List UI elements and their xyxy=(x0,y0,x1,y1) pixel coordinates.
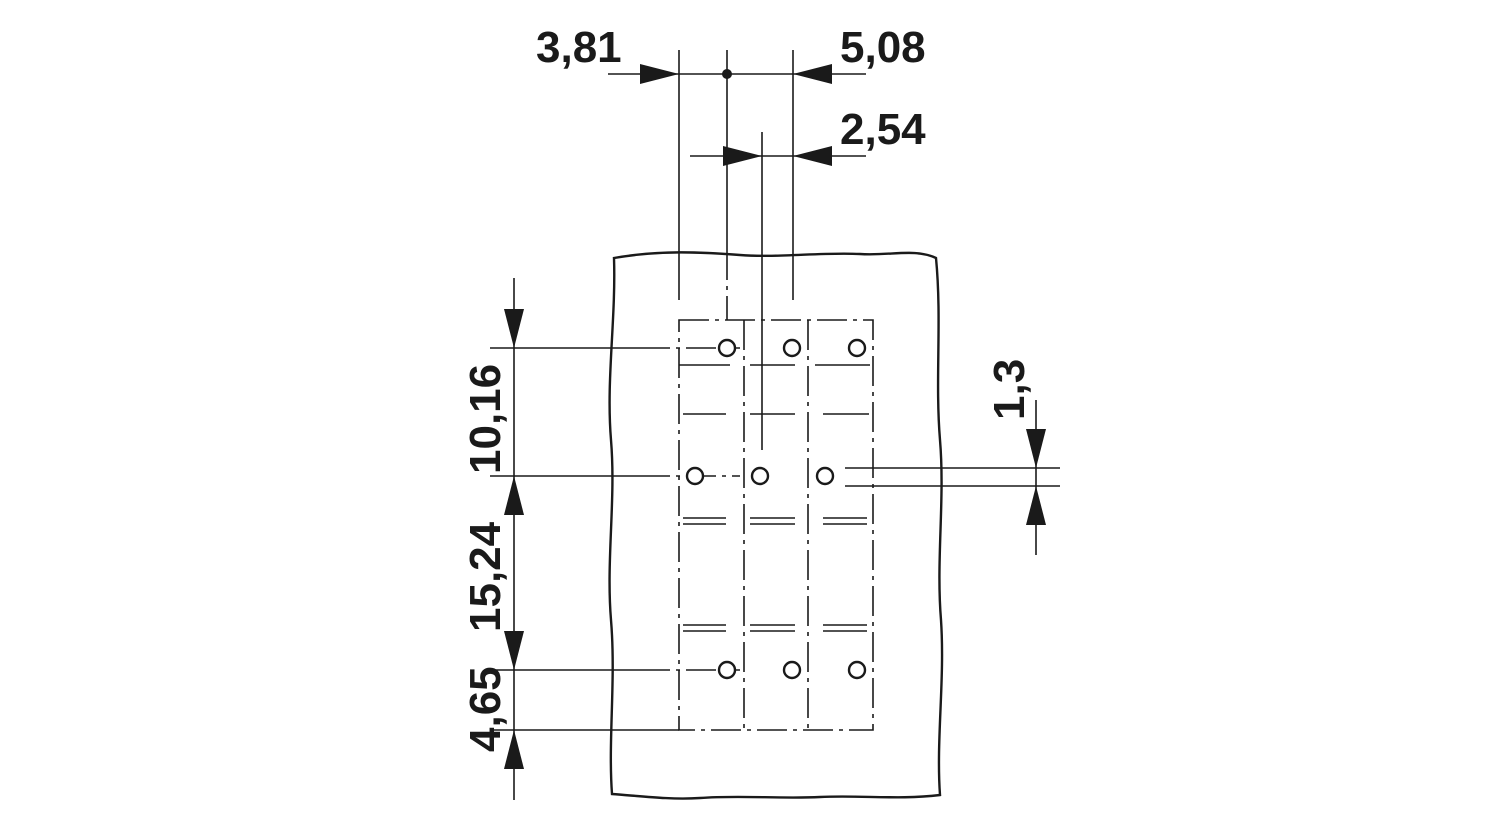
connector-footprint xyxy=(678,319,874,731)
hole xyxy=(815,466,835,486)
datum-dot xyxy=(722,69,732,79)
row-separators xyxy=(679,364,870,632)
dim-label-pitch-half: 2,54 xyxy=(840,105,926,154)
hole xyxy=(782,660,802,680)
hole xyxy=(717,338,737,358)
dimension-line-top xyxy=(608,64,866,84)
hole-grid xyxy=(685,338,867,680)
dim-label-edge-offset: 4,65 xyxy=(461,666,510,752)
dim-label-hole-diameter: 1,3 xyxy=(985,359,1034,420)
hole xyxy=(847,660,867,680)
dim-label-pitch-left: 3,81 xyxy=(536,23,622,72)
dimension-chain-left xyxy=(504,278,524,800)
dim-label-row-spacing-top: 10,16 xyxy=(461,364,510,474)
hole xyxy=(847,338,867,358)
dimension-line-half-pitch xyxy=(690,146,866,166)
hole xyxy=(717,660,737,680)
dim-label-row-spacing-middle: 15,24 xyxy=(461,521,510,632)
dimension-hole-diameter xyxy=(845,400,1060,555)
dim-label-pitch-right: 5,08 xyxy=(840,23,926,72)
hole xyxy=(782,338,802,358)
board-outline xyxy=(608,251,944,800)
top-extension-lines xyxy=(678,50,794,450)
hole xyxy=(750,466,770,486)
row-center-lines xyxy=(490,347,740,731)
hole xyxy=(685,466,705,486)
